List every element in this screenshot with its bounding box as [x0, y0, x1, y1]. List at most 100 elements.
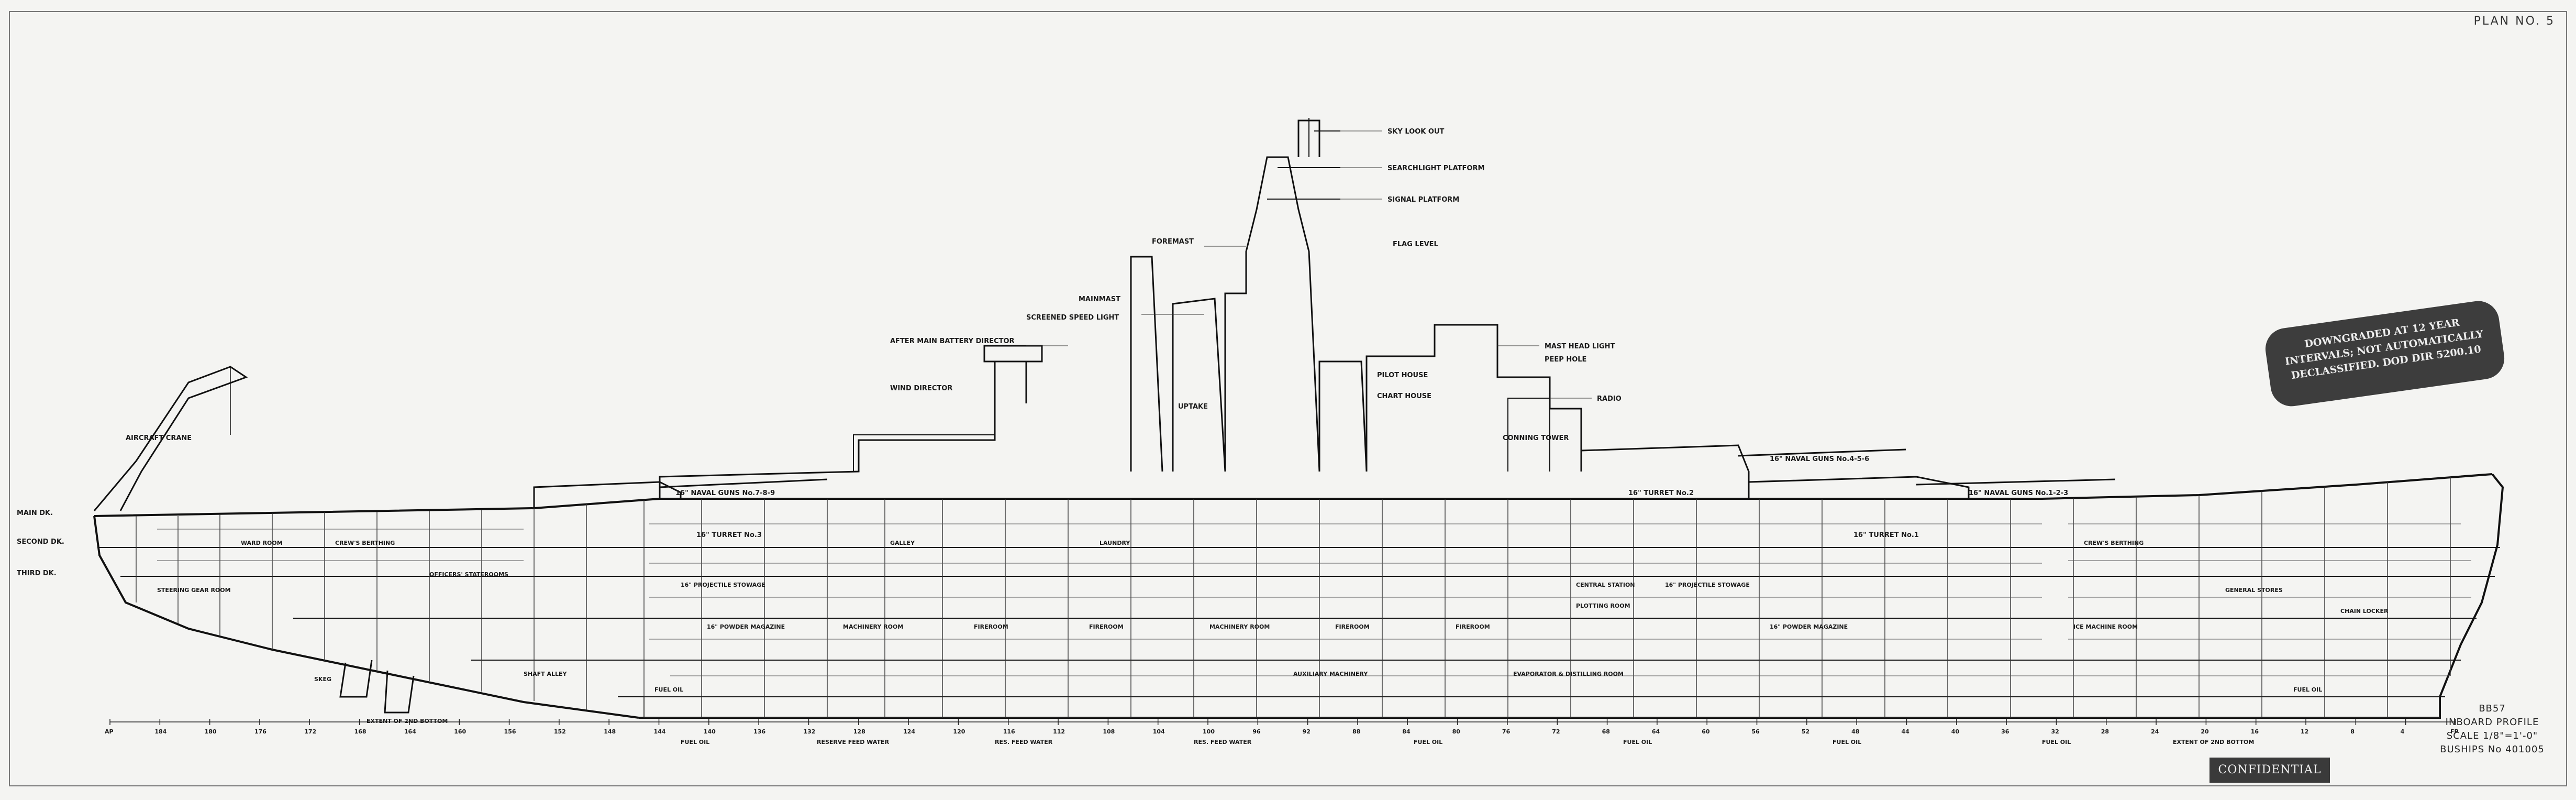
- frame-number: 60: [1702, 728, 1710, 735]
- frame-number: 52: [1802, 728, 1809, 735]
- frame-number: 84: [1402, 728, 1411, 735]
- turret-1-barrels: [1916, 478, 2116, 486]
- foremast-label: FOREMAST: [1152, 238, 1194, 246]
- radio-label: RADIO: [1597, 395, 1622, 403]
- fireroom-2-label: FIREROOM: [1089, 623, 1124, 630]
- magazine-fwd-label: 16" POWDER MAGAZINE: [1770, 623, 1848, 630]
- frame-number: 16: [2251, 728, 2259, 735]
- frame-number: 56: [1752, 728, 1760, 735]
- crane-label: AIRCRAFT CRANE: [126, 434, 192, 442]
- magazine-aft-label: 16" POWDER MAGAZINE: [707, 623, 785, 630]
- wardroom-label: WARD ROOM: [241, 540, 283, 546]
- aft-uptake: [1172, 298, 1226, 472]
- frame-number: 124: [903, 728, 915, 735]
- frame-number: 160: [454, 728, 466, 735]
- tank-label-2: RESERVE FEED WATER: [817, 739, 890, 746]
- signal-platform-label: SIGNAL PLATFORM: [1387, 196, 1459, 204]
- pilot-house-label: PILOT HOUSE: [1377, 371, 1428, 379]
- frame-number: 132: [803, 728, 815, 735]
- tank-labels: FUEL OIL RESERVE FEED WATER RES. FEED WA…: [367, 718, 2254, 746]
- fuel-oil-aft-label: FUEL OIL: [654, 686, 683, 693]
- skeg-label: SKEG: [314, 676, 331, 683]
- tank-label-3: RES. FEED WATER: [995, 739, 1053, 746]
- uptake-label: UPTAKE: [1178, 403, 1208, 411]
- frame-number: 92: [1303, 728, 1311, 735]
- officers-label: OFFICERS' STATEROOMS: [429, 571, 508, 578]
- frame-number: 144: [654, 728, 666, 735]
- tank-label-1: FUEL OIL: [681, 739, 709, 746]
- frame-number: 104: [1153, 728, 1165, 735]
- frame-number: 120: [953, 728, 965, 735]
- frame-number: 168: [354, 728, 367, 735]
- frame-bulkheads: [136, 477, 2451, 718]
- screened-light-label: SCREENED SPEED LIGHT: [1026, 314, 1119, 322]
- frame-number: 140: [704, 728, 716, 735]
- frame-number: 24: [2151, 728, 2159, 735]
- turret-2-gunhouse: [1580, 444, 1750, 499]
- frame-number: 76: [1502, 728, 1511, 735]
- drawing-title: INBOARD PROFILE: [2445, 717, 2539, 728]
- fireroom-3-label: FIREROOM: [1335, 623, 1370, 630]
- skeg-and-rudder: [339, 660, 415, 714]
- title-block: BB57 INBOARD PROFILE SCALE 1/8"=1'-0" BU…: [2429, 702, 2555, 757]
- turret2-label: 16" TURRET No.2: [1628, 489, 1694, 497]
- frame-number: 116: [1003, 728, 1015, 735]
- frame-number: 100: [1203, 728, 1215, 735]
- extent-aft-label: EXTENT OF 2ND BOTTOM: [367, 718, 448, 725]
- second-deck-label: SECOND DK.: [17, 538, 64, 546]
- plan-number: PLAN NO. 5: [2473, 15, 2555, 28]
- hull: [93, 473, 2504, 719]
- turret3-label: 16" TURRET No.3: [696, 531, 762, 539]
- frame-number: 20: [2201, 728, 2209, 735]
- frame-number: 28: [2101, 728, 2109, 735]
- frame-number: 80: [1452, 728, 1461, 735]
- frame-number: 112: [1053, 728, 1065, 735]
- leader-lines: [1026, 130, 1592, 399]
- tank-label-7: FUEL OIL: [1833, 739, 1861, 746]
- frame-number: 44: [1901, 728, 1909, 735]
- sky-lookout-label: SKY LOOK OUT: [1387, 128, 1445, 136]
- hull-number: BB57: [2479, 703, 2506, 714]
- steering-label: STEERING GEAR ROOM: [157, 587, 231, 594]
- after-director-tower: [994, 360, 1027, 403]
- frame-number: 88: [1352, 728, 1360, 735]
- compartment-labels: STEERING GEAR ROOM CREW'S BERTHING OFFIC…: [157, 540, 2389, 693]
- frame-number: 4: [2401, 728, 2405, 735]
- drawing-scale: SCALE 1/8"=1'-0": [2446, 730, 2538, 741]
- main-deck-line: [94, 473, 2493, 517]
- aircraft-crane: [93, 366, 248, 511]
- guns-fwd2-label: 16" NAVAL GUNS No.1-2-3: [1969, 489, 2068, 497]
- machinery-1-label: MACHINERY ROOM: [843, 623, 903, 630]
- double-bottom-tanks: [643, 696, 2440, 718]
- shaft-alley-label: SHAFT ALLEY: [524, 671, 568, 677]
- frame-number: 148: [604, 728, 616, 735]
- stern: [93, 516, 639, 719]
- turret-1-gunhouse: [1748, 476, 1970, 499]
- fireroom-1-label: FIREROOM: [974, 623, 1008, 630]
- ice-machine-label: ICE MACHINE ROOM: [2073, 623, 2138, 630]
- evaporator-label: EVAPORATOR & DISTILLING ROOM: [1513, 671, 1624, 677]
- chart-house-label: CHART HOUSE: [1377, 392, 1431, 400]
- flag-level-label: FLAG LEVEL: [1393, 240, 1438, 248]
- keel: [639, 697, 2441, 719]
- mast-head-light-label: MAST HEAD LIGHT: [1545, 343, 1615, 350]
- guns-aft-label: 16" NAVAL GUNS No.7-8-9: [675, 489, 775, 497]
- frame-number: 8: [2350, 728, 2355, 735]
- third-deck-label: THIRD DK.: [17, 569, 57, 577]
- after-director: [983, 345, 1043, 363]
- frame-number: 96: [1252, 728, 1261, 735]
- guns-fwd-label: 16" NAVAL GUNS No.4-5-6: [1770, 455, 1869, 463]
- peep-hole-label: PEEP HOLE: [1545, 356, 1586, 364]
- fuel-oil-fwd-label: FUEL OIL: [2293, 686, 2322, 693]
- tank-label-6: FUEL OIL: [1623, 739, 1652, 746]
- frame-number: 68: [1602, 728, 1610, 735]
- extent-fwd-label: EXTENT OF 2ND BOTTOM: [2173, 739, 2254, 746]
- turret-3-barrels: [659, 478, 828, 488]
- sheet-border: [9, 11, 2567, 786]
- frame-number: 12: [2301, 728, 2308, 735]
- stores-fwd-label: GENERAL STORES: [2225, 587, 2283, 594]
- galley-label: GALLEY: [890, 540, 915, 546]
- mainmast-label: MAINMAST: [1079, 295, 1120, 303]
